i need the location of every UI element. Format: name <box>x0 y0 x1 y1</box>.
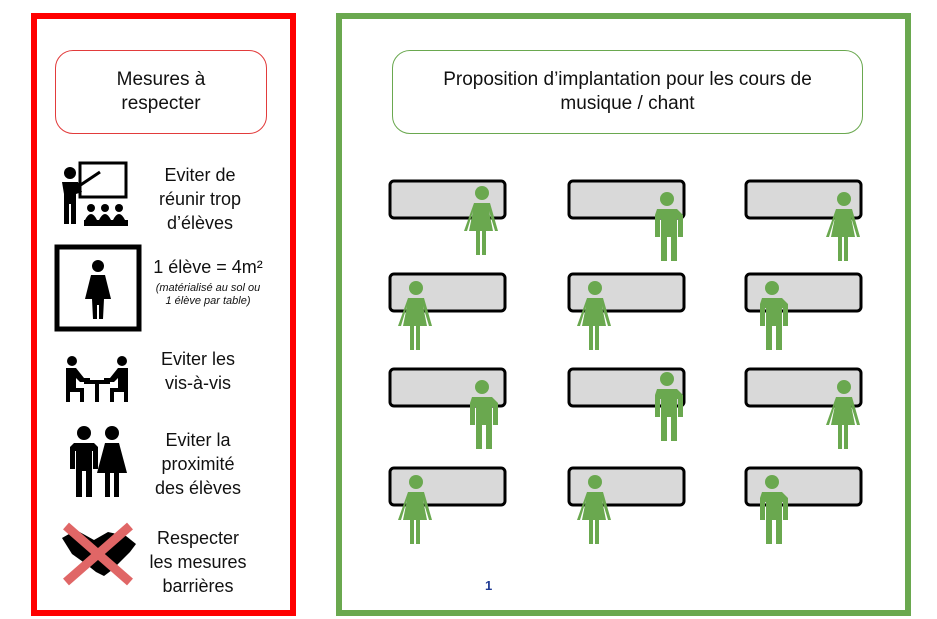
male-student-icon <box>655 192 683 261</box>
desk-with-student <box>567 272 686 350</box>
rules-title: Mesures à respecter <box>55 50 267 134</box>
desk <box>567 179 686 220</box>
teacher-class-icon <box>62 161 128 226</box>
rule-text-area: 1 élève = 4m² <box>153 257 263 277</box>
layout-title: Proposition d’implantation pour les cour… <box>392 50 863 134</box>
desk-with-student <box>744 367 863 449</box>
desk <box>744 179 863 220</box>
male-student-icon <box>760 475 788 544</box>
desk-with-student <box>567 367 686 441</box>
desk-with-student <box>744 179 863 261</box>
female-student-icon <box>464 186 498 255</box>
two-people-icon <box>70 426 127 497</box>
face-to-face-desk-icon <box>66 356 128 402</box>
female-student-icon <box>826 380 860 449</box>
desk <box>744 367 863 408</box>
male-student-icon <box>760 281 788 350</box>
rule-text-face-to-face: Eviter les vis-à-vis <box>160 349 236 393</box>
male-student-icon <box>655 372 683 441</box>
person-square-icon <box>54 244 142 332</box>
crossed-handshake-icon <box>62 522 136 586</box>
rule-text-barriers: Respecter les mesures barrières <box>149 528 247 596</box>
desk-with-student <box>567 179 686 261</box>
desk-with-student <box>388 367 507 449</box>
rule-subtext-area: (matérialisé au sol ou 1 élève par table… <box>155 282 261 307</box>
female-student-icon <box>826 192 860 261</box>
male-student-icon <box>470 380 498 449</box>
rule-text-proximity: Eviter la proximité des élèves <box>154 430 242 498</box>
rules-panel <box>31 13 296 616</box>
desk-with-student <box>567 466 686 544</box>
desk <box>388 367 507 408</box>
rule-text-class-size: Eviter de réunir trop d’élèves <box>158 165 242 233</box>
desk-with-student <box>388 272 507 350</box>
female-student-icon <box>398 475 432 544</box>
female-student-icon <box>577 475 611 544</box>
desk-with-student <box>388 179 507 255</box>
desk-with-student <box>744 466 863 544</box>
female-student-icon <box>577 281 611 350</box>
layout-panel <box>336 13 911 616</box>
female-student-icon <box>398 281 432 350</box>
desk-with-student <box>388 466 507 544</box>
desk-with-student <box>744 272 863 350</box>
page-number: 1 <box>485 578 493 593</box>
